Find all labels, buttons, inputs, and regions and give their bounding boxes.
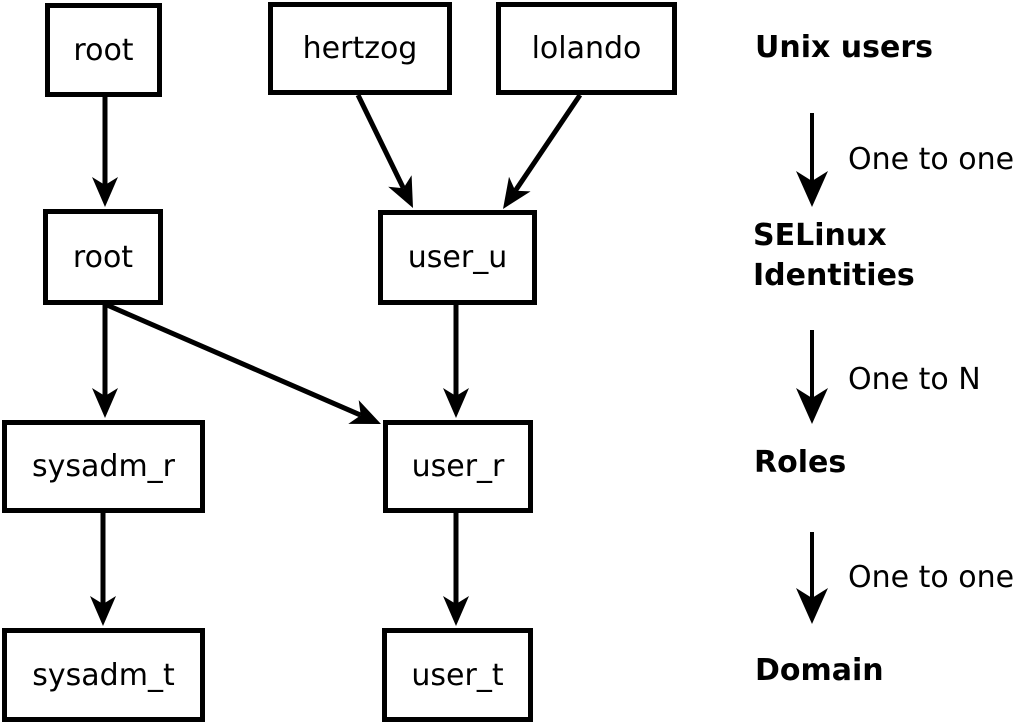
node-domain-user-t: user_t — [382, 628, 533, 722]
legend-relation-one-to-n: One to N — [848, 362, 981, 397]
legend-relation-one-to-one-2: One to one — [848, 560, 1015, 595]
node-unix-hertzog: hertzog — [268, 2, 452, 95]
node-unix-lolando: lolando — [496, 2, 677, 95]
arrow-user-u-to-user-r — [443, 305, 469, 418]
node-unix-hertzog-label: hertzog — [302, 31, 418, 66]
node-selinux-root: root — [43, 209, 163, 305]
node-unix-root-label: root — [73, 32, 134, 68]
legend-relation-one-to-one-1: One to one — [848, 142, 1015, 177]
node-unix-root: root — [45, 3, 162, 97]
node-domain-sysadm-t: sysadm_t — [2, 628, 205, 722]
node-domain-user-t-label: user_t — [411, 657, 504, 693]
legend-arrow-unix-to-selinux — [796, 113, 828, 207]
arrow-unix-root-to-selinux-root — [92, 97, 118, 207]
arrow-lolando-to-user-u — [503, 93, 583, 209]
node-selinux-user-u-label: user_u — [407, 240, 508, 275]
node-role-sysadm-r-label: sysadm_r — [32, 449, 175, 484]
arrow-sysadm-r-to-sysadm-t — [90, 513, 116, 626]
node-role-sysadm-r: sysadm_r — [2, 420, 205, 513]
arrow-user-r-to-user-t — [443, 513, 469, 626]
arrow-selinux-root-to-user-r — [106, 302, 381, 424]
legend-arrow-roles-to-domain — [796, 532, 828, 624]
node-selinux-root-label: root — [72, 239, 134, 275]
node-role-user-r-label: user_r — [411, 449, 505, 484]
node-role-user-r: user_r — [383, 420, 533, 513]
legend-level-selinux-line2: Identities — [753, 258, 915, 293]
legend-level-unix-users: Unix users — [755, 30, 934, 65]
legend-level-domain: Domain — [755, 653, 884, 688]
arrow-hertzog-to-user-u — [355, 93, 413, 208]
arrow-selinux-root-to-sysadm-r — [92, 305, 118, 418]
legend-level-selinux-line1: SELinux — [753, 218, 887, 253]
node-unix-lolando-label: lolando — [531, 31, 642, 66]
legend-level-roles: Roles — [754, 445, 847, 480]
node-domain-sysadm-t-label: sysadm_t — [32, 657, 175, 693]
legend-arrow-selinux-to-roles — [796, 330, 828, 424]
legend-level-selinux-identities: SELinux Identities — [753, 216, 915, 296]
node-selinux-user-u: user_u — [378, 210, 537, 305]
